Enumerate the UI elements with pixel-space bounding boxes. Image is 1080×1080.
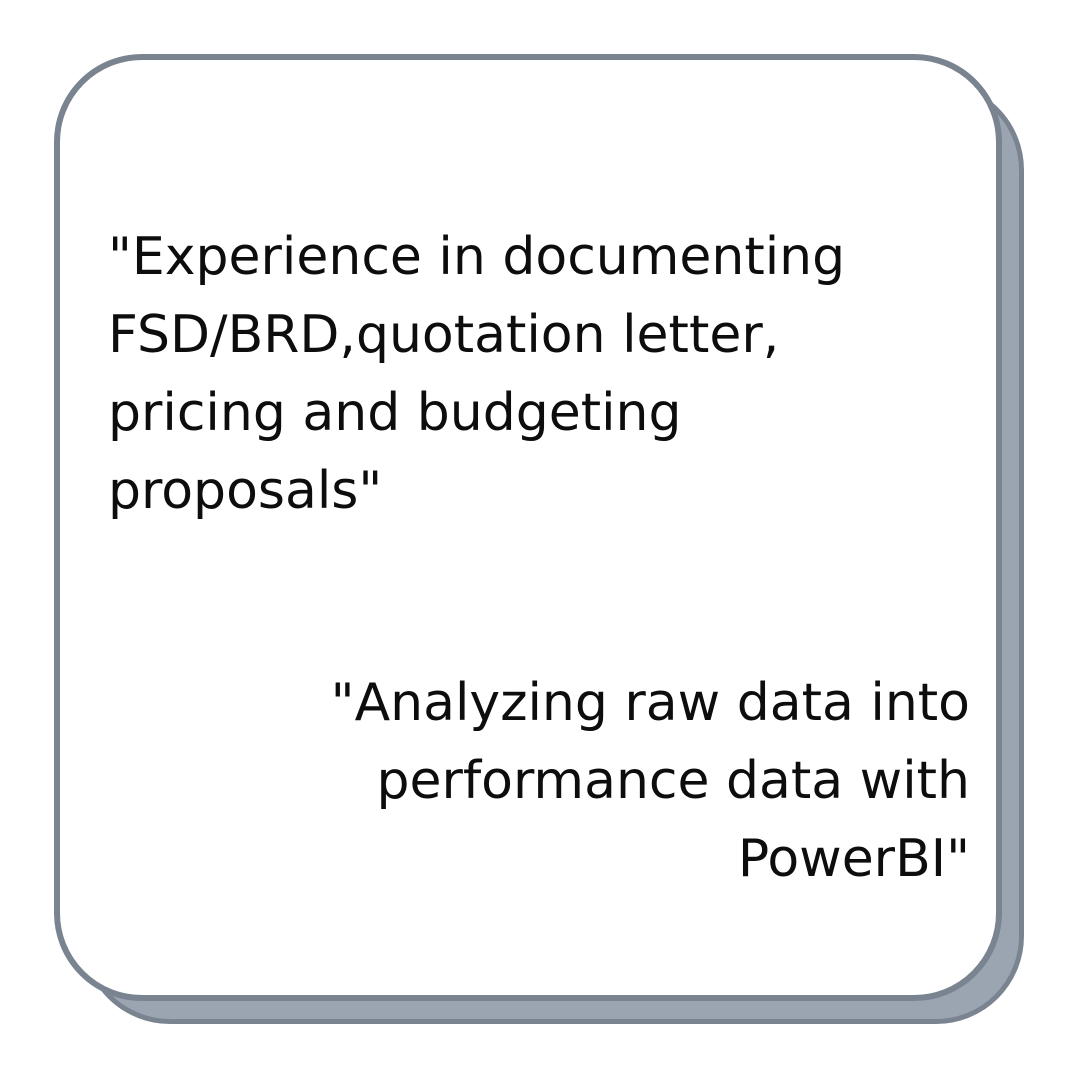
experience-quote-line: "Experience in documenting [108,227,846,287]
experience-quote-line: FSD/BRD,quotation letter, [108,305,780,365]
experience-quote-line: proposals" [108,461,383,521]
quote-card [54,54,1002,1001]
experience-quote-line: pricing and budgeting [108,383,682,443]
experience-quote: "Experience in documenting FSD/BRD,quota… [108,218,908,530]
analysis-quote-line: PowerBI" [737,829,970,889]
analysis-quote-line: performance data with [376,751,970,811]
analysis-quote-line: "Analyzing raw data into [330,673,970,733]
analysis-quote: "Analyzing raw data into performance dat… [270,664,970,898]
